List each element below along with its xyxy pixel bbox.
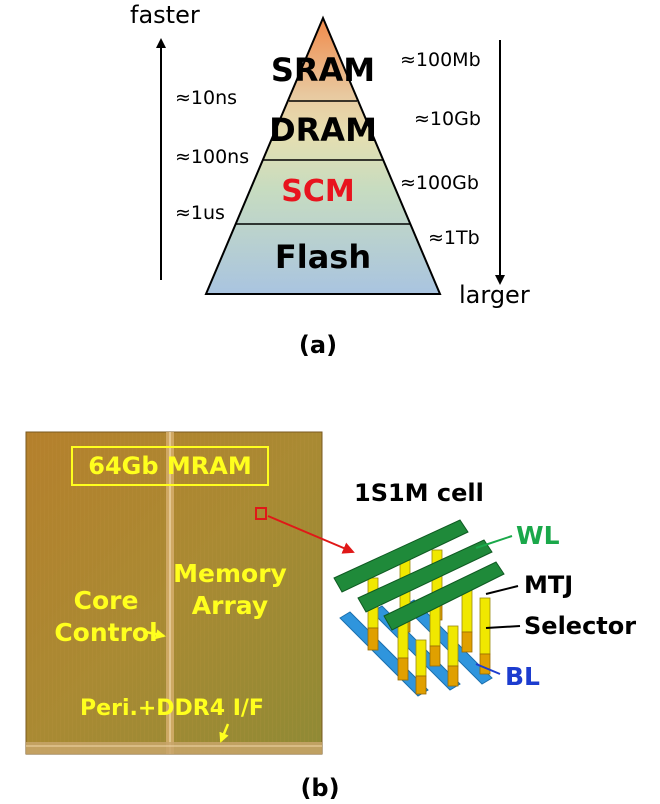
pillar: [367, 577, 379, 651]
level-sram-label: SRAM: [271, 51, 375, 89]
chip-title: 64Gb MRAM: [88, 452, 251, 480]
speed-axis: faster ≈10ns ≈100ns ≈1us: [130, 1, 249, 280]
caption-a: (a): [299, 331, 337, 359]
capacity-axis: ≈100Mb ≈10Gb ≈100Gb ≈1Tb larger: [400, 40, 530, 309]
wl-leader: [475, 535, 513, 549]
peri-pointer: [219, 723, 230, 743]
memory-array-label-1: Memory: [173, 559, 287, 588]
latency-label-1: ≈10ns: [175, 87, 237, 109]
bl-label: BL: [505, 662, 540, 691]
core-control-label-2: Control: [54, 618, 157, 647]
chip-title-box: [71, 446, 269, 486]
zoom-pointer-arrow: [267, 515, 355, 554]
memory-hierarchy-pyramid: SRAM DRAM SCM Flash: [204, 15, 442, 295]
peri-label: Peri.+DDR4 I/F: [80, 696, 264, 721]
mtj-leader: [485, 585, 519, 595]
capacity-label-1: ≈100Mb: [400, 49, 481, 71]
mtj-label: MTJ: [524, 571, 573, 599]
bl-leader: [475, 663, 501, 675]
pillar: [447, 625, 459, 687]
level-dram-label: DRAM: [269, 111, 377, 149]
memory-array-label-2: Array: [192, 591, 268, 620]
latency-label-2: ≈100ns: [175, 146, 249, 168]
core-control-label-1: Core: [74, 586, 139, 615]
caption-b: (b): [300, 774, 339, 802]
wl-label: WL: [516, 521, 560, 550]
larger-label: larger: [459, 281, 530, 309]
pyramid-outline: [204, 15, 442, 295]
selector-leader: [485, 625, 521, 629]
core-control-pointer: [145, 629, 166, 640]
faster-label: faster: [130, 1, 200, 29]
level-flash-label: Flash: [275, 238, 371, 276]
pillar: [479, 597, 491, 675]
capacity-label-3: ≈100Gb: [400, 172, 479, 194]
pillar: [415, 639, 427, 695]
latency-label-3: ≈1us: [175, 202, 225, 224]
cell-location-box: [255, 507, 267, 520]
selector-label: Selector: [524, 612, 636, 640]
capacity-label-2: ≈10Gb: [414, 108, 481, 130]
1s1m-cell-diagram: 1S1M cell: [333, 479, 636, 697]
word-lines: [333, 519, 505, 631]
level-scm-label: SCM: [281, 174, 354, 209]
mram-chip-photo: 64Gb MRAM Memory Array Core Control Peri…: [25, 431, 323, 755]
peripheral-band: [26, 742, 322, 754]
cell-title: 1S1M cell: [354, 479, 484, 507]
capacity-label-4: ≈1Tb: [428, 227, 480, 249]
